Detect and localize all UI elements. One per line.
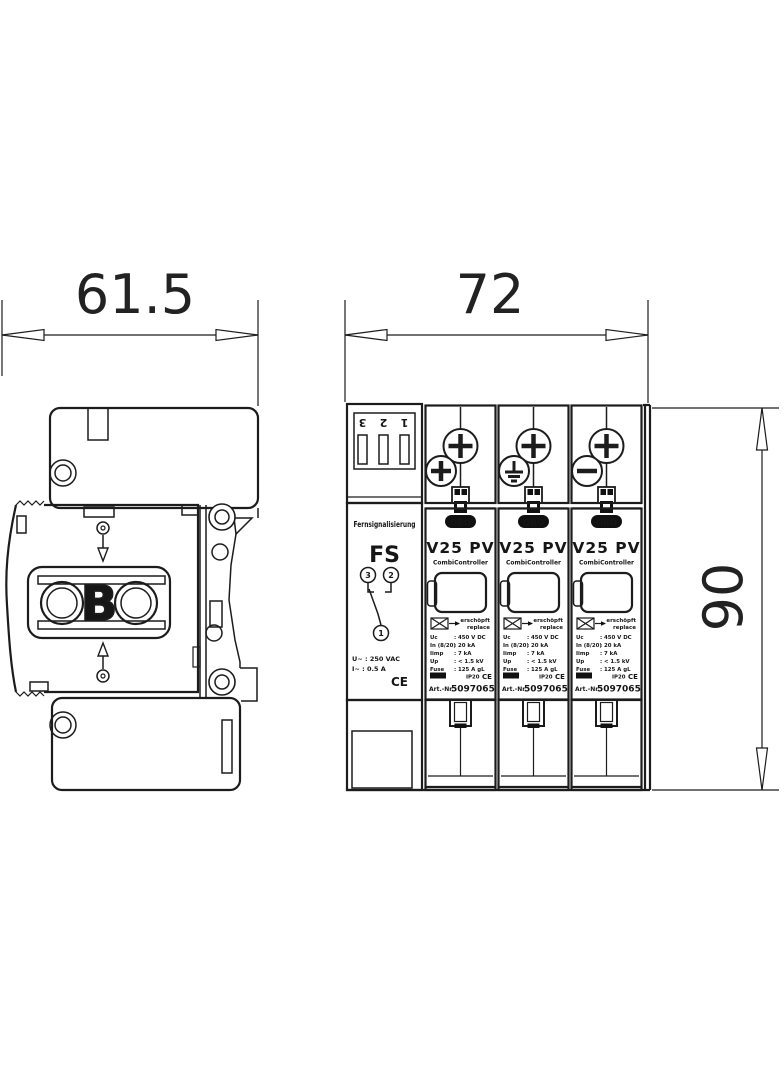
fs-rating-voltage: U~ : 250 VAC xyxy=(352,655,400,663)
terminal-number: 3 xyxy=(359,416,367,429)
arrowhead-left-icon xyxy=(344,328,388,342)
side-module-body: B xyxy=(5,500,200,697)
contact-number: 3 xyxy=(365,571,371,580)
polarity-minus-icon xyxy=(571,455,603,487)
mounting-tab xyxy=(87,407,109,441)
fs-rating-current: I~ : 0.5 A xyxy=(352,665,386,673)
dimension-height: 90 xyxy=(652,407,779,791)
din-rail-clip-profile xyxy=(192,503,259,702)
dim-label-90: 90 xyxy=(692,563,755,632)
obo-letter-b: B xyxy=(81,576,118,632)
terminal-slot xyxy=(378,434,389,465)
bottom-slot xyxy=(221,719,233,774)
terminal-slot xyxy=(357,434,368,465)
screw-hole-icon xyxy=(49,711,77,739)
clip-hole-icon xyxy=(208,668,236,696)
contact-number: 1 xyxy=(378,629,384,638)
arrow-up-icon xyxy=(96,641,110,683)
side-top-plate xyxy=(48,406,260,510)
front-view: 3 2 1 Fernsignalisierung FS 3 2 1 U~ : 2… xyxy=(345,402,652,792)
terminal-slot xyxy=(399,434,410,465)
obo-logo: B xyxy=(26,565,172,640)
side-view: B xyxy=(5,406,260,792)
fs-label: FS xyxy=(369,543,400,568)
dim-label-72: 72 xyxy=(456,263,525,326)
fs-bottom xyxy=(345,698,424,792)
dimension-side-width: 61.5 xyxy=(1,263,259,406)
arrowhead-right-icon xyxy=(215,328,259,342)
polarity-plus-icon xyxy=(425,455,457,487)
dimension-front-width: 72 xyxy=(344,263,649,403)
clip-hole-icon xyxy=(208,503,236,531)
serration-top xyxy=(15,500,45,506)
clip-slot xyxy=(209,600,223,628)
arrowhead-down-icon xyxy=(755,747,769,791)
arrow-down-icon xyxy=(96,521,110,563)
obo-letter-o-icon xyxy=(113,580,159,626)
small-hole-icon xyxy=(211,543,229,561)
contact-number: 2 xyxy=(388,571,394,580)
screw-hole-icon xyxy=(49,459,77,487)
small-hole-icon xyxy=(205,624,223,642)
obo-letter-o-icon xyxy=(39,580,85,626)
terminal-number: 1 xyxy=(401,416,409,429)
side-bottom-plate xyxy=(49,696,242,792)
fs-title: Fernsignalisierung xyxy=(354,520,416,529)
polarity-earth-icon xyxy=(498,455,530,487)
arrowhead-up-icon xyxy=(755,407,769,451)
serration-bottom xyxy=(15,691,45,697)
dim-label-61-5: 61.5 xyxy=(75,263,195,326)
arrowhead-right-icon xyxy=(605,328,649,342)
arrowhead-left-icon xyxy=(1,328,45,342)
fs-module: 3 2 1 Fernsignalisierung FS 3 2 1 U~ : 2… xyxy=(345,402,424,792)
fs-contact-schematic: 3 2 1 xyxy=(359,566,400,642)
ce-mark: CE xyxy=(391,675,408,689)
front-right-edge xyxy=(643,403,652,790)
terminal-number: 2 xyxy=(380,416,388,429)
